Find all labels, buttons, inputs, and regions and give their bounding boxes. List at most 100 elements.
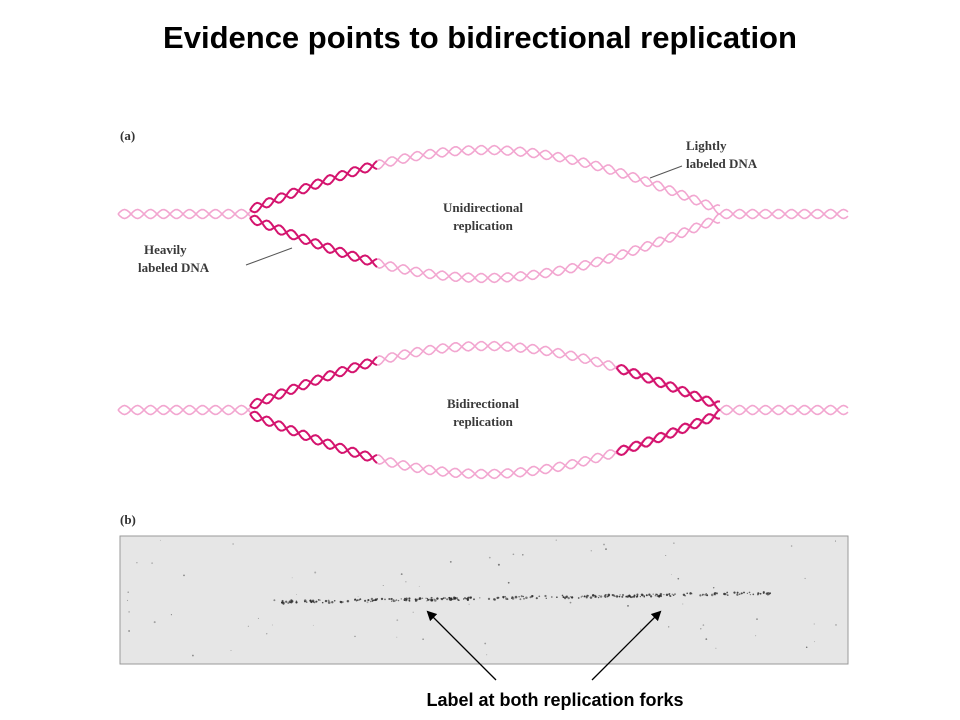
dna-strand bbox=[249, 413, 378, 464]
dna-strand bbox=[117, 404, 251, 416]
silver-grain bbox=[639, 595, 642, 598]
autoradiograph-micrograph bbox=[119, 535, 849, 665]
silver-grain bbox=[319, 599, 321, 601]
silver-grain bbox=[741, 592, 743, 595]
silver-grain bbox=[768, 592, 772, 595]
silver-grain bbox=[522, 595, 525, 598]
silver-grain bbox=[555, 539, 557, 541]
silver-grain bbox=[408, 600, 411, 602]
silver-grain bbox=[649, 595, 653, 598]
silver-grain bbox=[314, 571, 317, 574]
silver-grain bbox=[388, 597, 391, 601]
silver-grain bbox=[456, 597, 458, 599]
silver-grain bbox=[762, 592, 765, 595]
silver-grain bbox=[327, 599, 330, 602]
silver-grain bbox=[317, 599, 320, 601]
dna-strand bbox=[719, 404, 849, 416]
silver-grain bbox=[354, 598, 357, 601]
silver-grain bbox=[671, 593, 673, 595]
silver-grain bbox=[403, 599, 406, 601]
silver-grain bbox=[749, 593, 752, 596]
silver-grain bbox=[567, 596, 570, 600]
silver-grain bbox=[668, 593, 670, 595]
silver-grain bbox=[333, 600, 336, 602]
silver-grain bbox=[421, 597, 424, 600]
silver-grain bbox=[713, 592, 716, 595]
lightly-labeled-pointer bbox=[649, 165, 683, 179]
silver-grain bbox=[522, 554, 524, 556]
silver-grain bbox=[433, 598, 435, 600]
silver-grain bbox=[577, 597, 580, 599]
silver-grain bbox=[556, 596, 558, 599]
silver-grain bbox=[400, 573, 403, 575]
silver-grain bbox=[714, 593, 716, 596]
silver-grain bbox=[465, 597, 467, 600]
silver-grain bbox=[331, 601, 334, 604]
silver-grain bbox=[283, 601, 285, 604]
silver-grain bbox=[502, 595, 505, 599]
silver-grain bbox=[790, 545, 793, 547]
silver-grain bbox=[370, 597, 374, 601]
silver-grain bbox=[486, 654, 488, 656]
silver-grain bbox=[630, 596, 633, 599]
unidirectional-label-line1: Unidirectional bbox=[443, 200, 523, 215]
silver-grain bbox=[487, 597, 491, 601]
silver-grain bbox=[357, 596, 359, 598]
silver-grain bbox=[530, 595, 534, 598]
lightly-labeled-label-line2: labeled DNA bbox=[686, 156, 758, 171]
silver-grain bbox=[706, 594, 709, 597]
bidirectional-label-line2: replication bbox=[453, 414, 513, 429]
silver-grain bbox=[232, 543, 234, 545]
silver-grain bbox=[366, 601, 369, 604]
silver-grain bbox=[442, 597, 444, 599]
silver-grain bbox=[746, 592, 749, 595]
silver-grain bbox=[715, 647, 717, 649]
silver-grain bbox=[605, 594, 607, 596]
silver-grain bbox=[590, 550, 592, 552]
silver-grain bbox=[384, 598, 386, 601]
silver-grain bbox=[271, 624, 273, 626]
silver-grain bbox=[280, 601, 284, 604]
silver-grain bbox=[427, 598, 430, 601]
silver-grain bbox=[425, 597, 427, 599]
silver-grain bbox=[473, 598, 475, 601]
silver-grain bbox=[128, 611, 130, 613]
dna-strand bbox=[117, 404, 251, 416]
silver-grain bbox=[603, 594, 607, 598]
dna-strand bbox=[249, 217, 378, 268]
dna-strand bbox=[249, 358, 378, 410]
silver-grain bbox=[645, 594, 648, 597]
silver-grain bbox=[426, 597, 428, 600]
silver-grain bbox=[660, 593, 662, 596]
silver-grain bbox=[444, 597, 446, 599]
silver-grain bbox=[704, 593, 707, 596]
unidirectional-label-line2: replication bbox=[453, 218, 513, 233]
silver-grain bbox=[607, 595, 610, 598]
silver-grain bbox=[408, 597, 411, 600]
silver-grain bbox=[303, 599, 307, 602]
silver-grain bbox=[355, 600, 358, 602]
silver-grain bbox=[315, 600, 318, 603]
silver-grain bbox=[151, 562, 154, 564]
silver-grain bbox=[700, 628, 702, 630]
silver-grain bbox=[309, 599, 312, 602]
silver-grain bbox=[724, 592, 727, 596]
silver-grain bbox=[544, 594, 547, 598]
silver-grain bbox=[358, 599, 360, 601]
silver-grain bbox=[127, 591, 129, 593]
silver-grain bbox=[457, 599, 460, 602]
silver-grain bbox=[380, 597, 384, 601]
silver-grain bbox=[312, 601, 315, 604]
silver-grain bbox=[430, 598, 434, 602]
silver-grain bbox=[484, 642, 487, 645]
silver-grain bbox=[257, 617, 259, 619]
slide-title: Evidence points to bidirectional replica… bbox=[163, 20, 797, 55]
silver-grain bbox=[511, 596, 514, 599]
silver-grain bbox=[273, 599, 276, 602]
silver-grain bbox=[295, 601, 298, 604]
silver-grain bbox=[636, 593, 639, 596]
silver-grain bbox=[603, 543, 605, 546]
silver-grain bbox=[418, 585, 420, 587]
silver-grain bbox=[733, 591, 736, 594]
dna-strand bbox=[249, 162, 378, 214]
